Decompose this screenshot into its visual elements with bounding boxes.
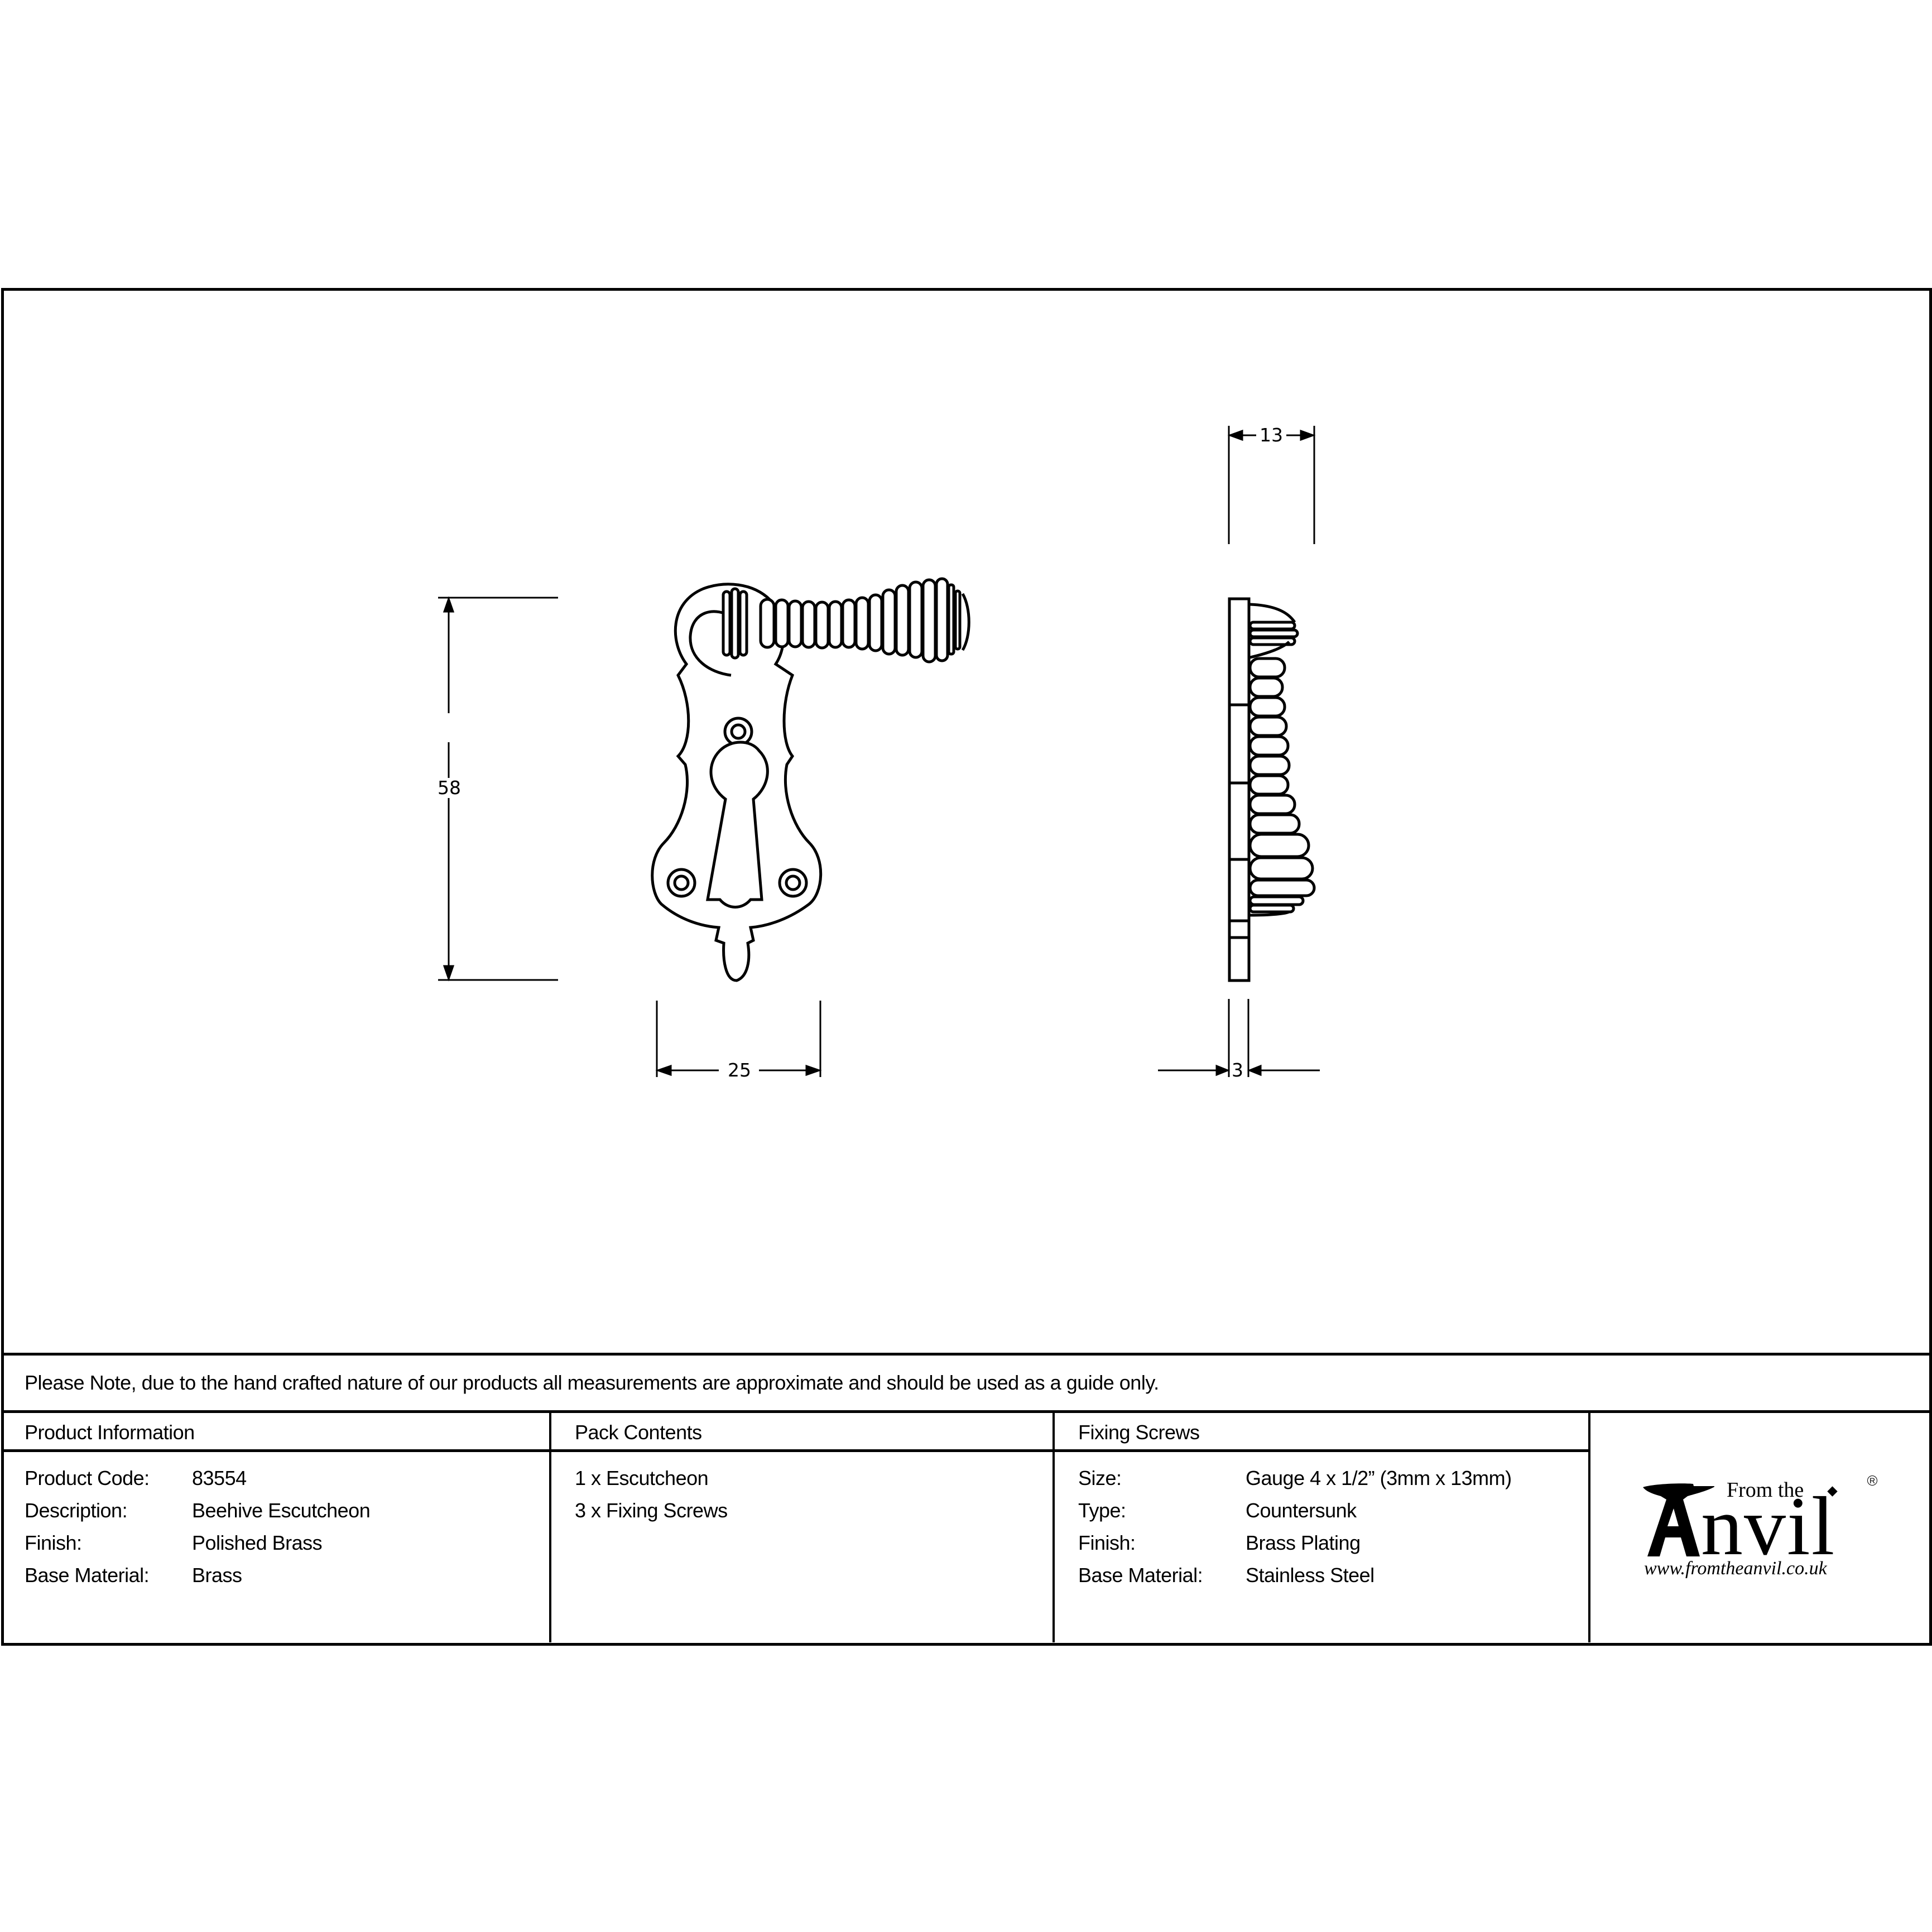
pack-contents-column: Pack Contents 1 x Escutcheon 3 x Fixing … [551, 1413, 1055, 1642]
product-information-column: Product Information Product Code:83554 D… [1, 1413, 551, 1642]
from-the-anvil-logo: From the R nvil www.fromtheanvil.co.uk [1642, 1474, 1882, 1586]
pack-item: 3 x Fixing Screws [575, 1499, 728, 1522]
spec-row: Base Material:Stainless Steel [1078, 1564, 1374, 1587]
fixing-screws-header: Fixing Screws [1055, 1413, 1588, 1452]
screw-base-material: Stainless Steel [1246, 1564, 1374, 1587]
disclaimer-note: Please Note, due to the hand crafted nat… [25, 1371, 1159, 1394]
drawing-frame [1, 288, 1932, 1646]
side-view [1228, 597, 1316, 982]
width-dimension: 25 [724, 1060, 754, 1080]
front-view [651, 583, 823, 982]
screw-finish: Brass Plating [1246, 1531, 1361, 1554]
spec-row: Type:Countersunk [1078, 1499, 1357, 1522]
product-base-material: Brass [192, 1564, 242, 1587]
beehive-handle [722, 577, 970, 664]
plate-thickness-dimension: 3 [1231, 1059, 1244, 1081]
product-information-header: Product Information [1, 1413, 549, 1452]
depth-dimension: 13 [1256, 425, 1286, 445]
spec-row: Product Code:83554 [25, 1467, 247, 1489]
registered-icon: R [1867, 1476, 1877, 1486]
drawing-svg [438, 426, 1320, 1077]
technical-drawing: 58 25 13 3 [434, 425, 1320, 1081]
spec-row: Finish:Polished Brass [25, 1531, 323, 1554]
product-finish: Polished Brass [192, 1531, 323, 1554]
product-code: 83554 [192, 1467, 247, 1489]
height-dimension: 58 [434, 778, 464, 798]
website-url: www.fromtheanvil.co.uk [1644, 1558, 1827, 1579]
spec-table: Product Information Product Code:83554 D… [1, 1410, 1929, 1642]
pack-item: 1 x Escutcheon [575, 1467, 709, 1489]
spec-row: Finish:Brass Plating [1078, 1531, 1361, 1554]
screw-type: Countersunk [1246, 1499, 1357, 1522]
disclaimer-row: Please Note, due to the hand crafted nat… [1, 1353, 1929, 1412]
spec-row: Description:Beehive Escutcheon [25, 1499, 371, 1522]
spec-row: Base Material:Brass [25, 1564, 242, 1587]
spec-row: Size:Gauge 4 x 1/2” (3mm x 13mm) [1078, 1467, 1512, 1489]
logo-column: From the R nvil www.fromtheanvil.co.uk [1590, 1413, 1929, 1642]
anvil-icon [1643, 1483, 1714, 1556]
product-description: Beehive Escutcheon [192, 1499, 371, 1522]
screw-size: Gauge 4 x 1/2” (3mm x 13mm) [1246, 1467, 1512, 1489]
fixing-screws-column: Fixing Screws Size:Gauge 4 x 1/2” (3mm x… [1055, 1413, 1590, 1642]
pack-contents-header: Pack Contents [551, 1413, 1052, 1452]
